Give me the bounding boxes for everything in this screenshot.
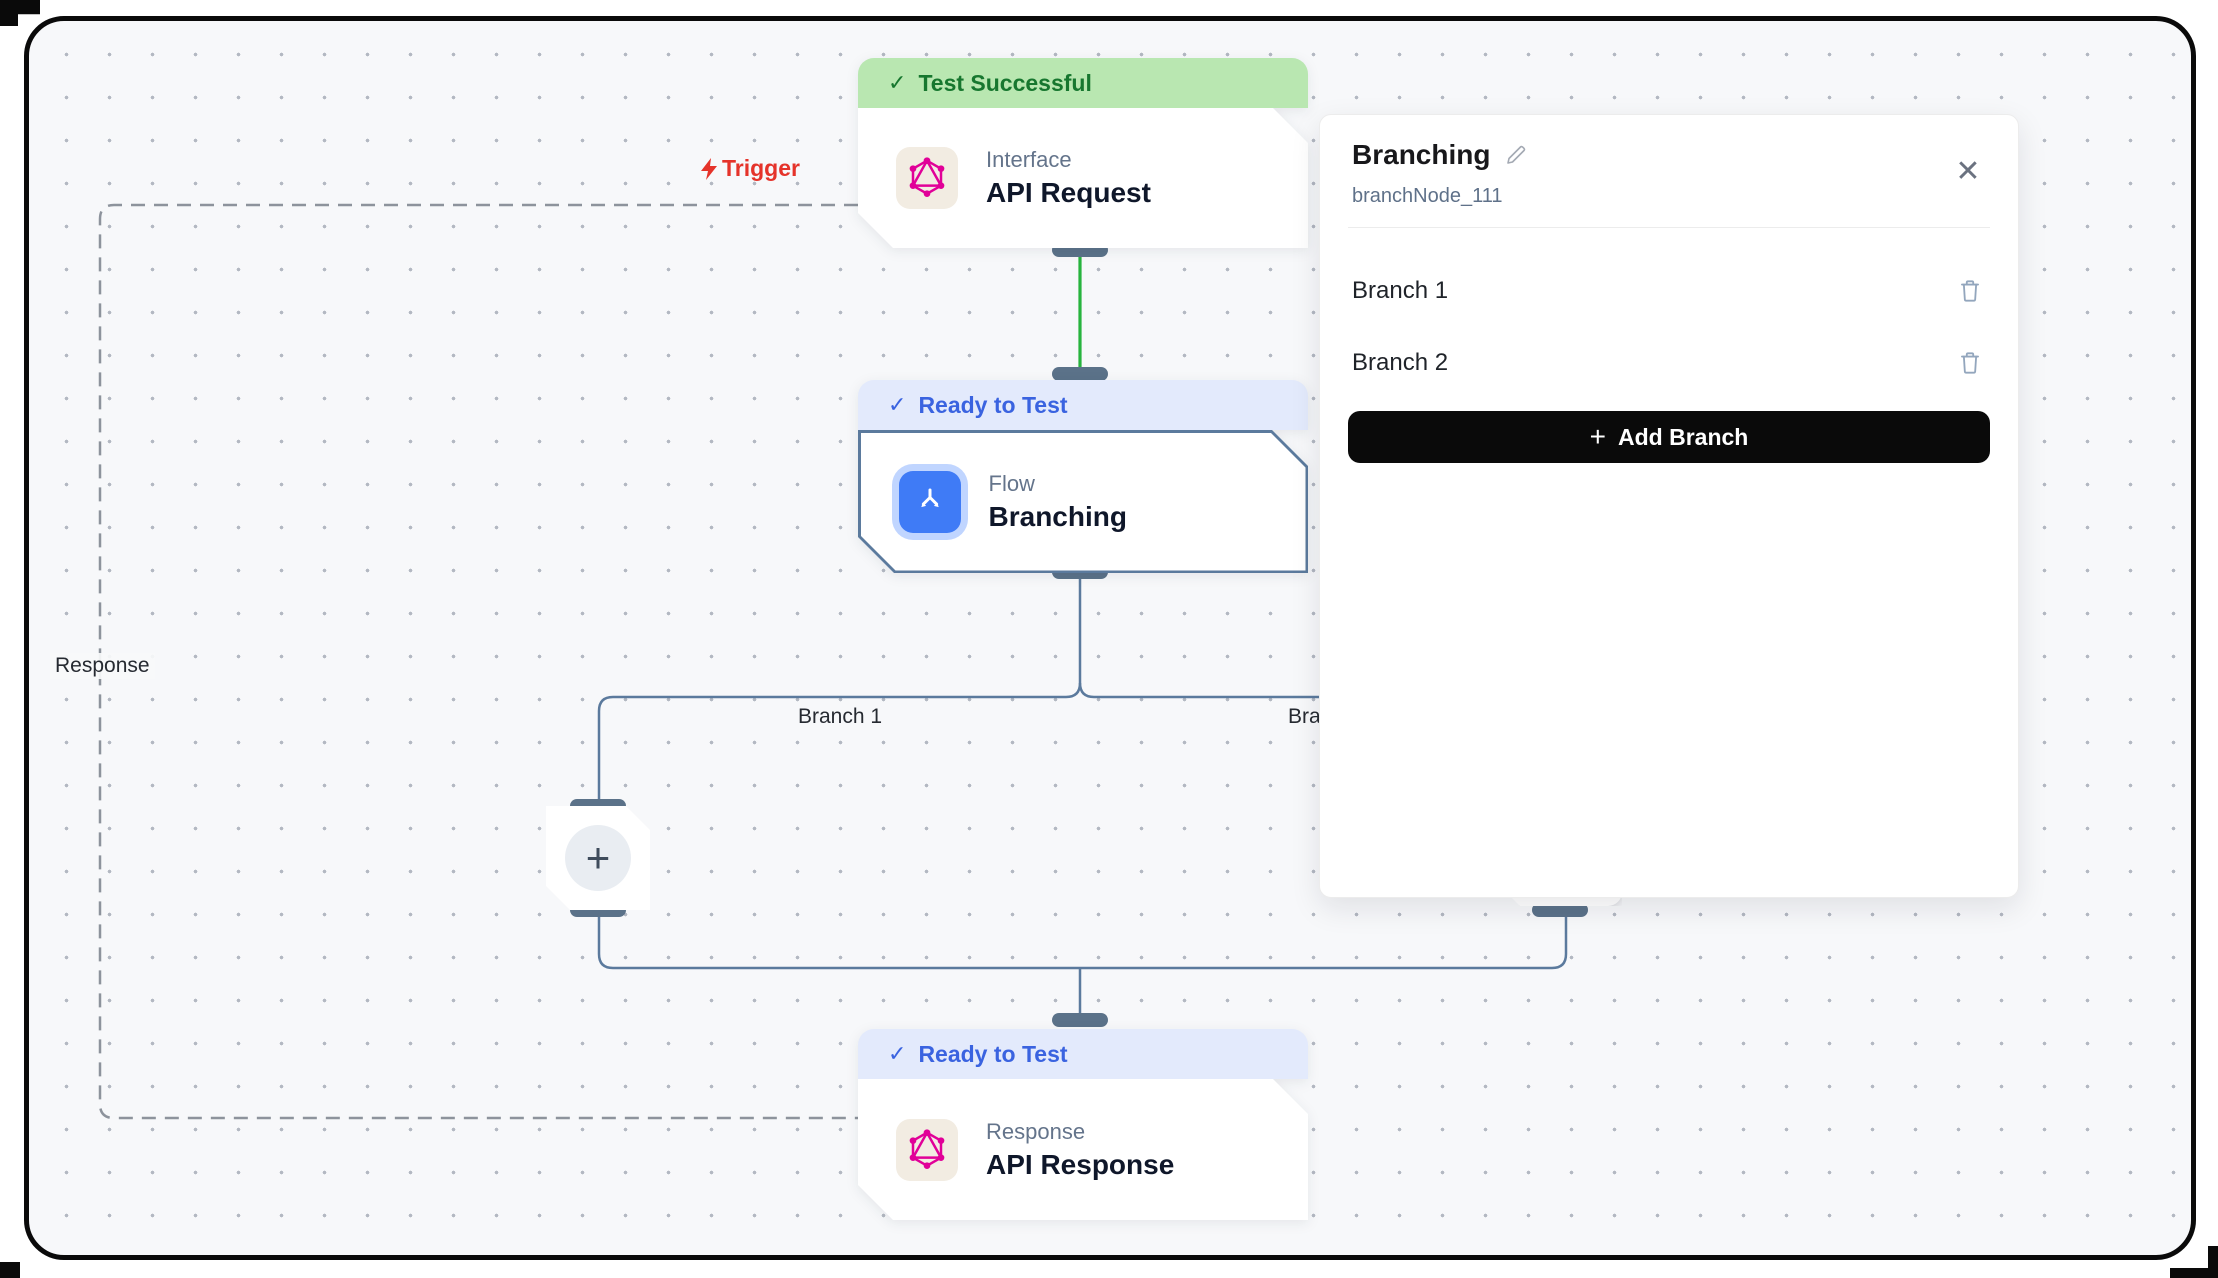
crop-mark-bottom-right (2170, 1268, 2218, 1278)
crop-mark-bottom-right-2 (2208, 1246, 2218, 1278)
bolt-icon (701, 157, 717, 180)
branching-title: Branching (988, 500, 1127, 532)
api-response-body[interactable]: Response API Response (858, 1079, 1308, 1220)
add-branch-label: Add Branch (1618, 423, 1749, 450)
check-icon: ✓ (888, 70, 907, 95)
branch-split-icon (899, 471, 961, 533)
branch-1-label: Branch 1 (1352, 277, 1449, 304)
panel-node-id: branchNode_111 (1352, 185, 1503, 207)
node-branching[interactable]: ✓ Ready to Test Flow (858, 380, 1308, 573)
panel-title: Branching (1352, 139, 1491, 170)
branch-row-2: Branch 2 (1320, 327, 2018, 399)
check-icon: ✓ (888, 1041, 907, 1066)
branching-category: Flow (988, 470, 1035, 496)
branching-selected-border: Flow Branching (858, 430, 1308, 573)
api-request-title: API Request (986, 177, 1151, 208)
add-step-node[interactable]: + (546, 806, 650, 910)
edit-pencil-icon[interactable] (1504, 143, 1528, 167)
branch-row-1: Branch 1 (1320, 255, 2018, 327)
delete-branch-2-button[interactable] (1952, 345, 1988, 381)
api-request-status-badge: ✓ Test Successful (858, 58, 1308, 108)
branching-input-handle[interactable] (1052, 367, 1108, 381)
trash-icon (1961, 280, 1979, 302)
crop-mark-bottom-left (0, 1262, 20, 1278)
crop-mark-top-left (0, 0, 40, 26)
panel-divider (1348, 227, 1990, 228)
node-api-request[interactable]: ✓ Test Successful Interface API R (858, 58, 1308, 248)
plus-icon: + (585, 834, 611, 881)
branch-2-label: Branch 2 (1352, 349, 1449, 376)
trash-icon (1961, 352, 1979, 374)
trigger-label-text: Trigger (722, 155, 800, 181)
close-icon: ✕ (1955, 154, 1981, 188)
branching-status-text: Ready to Test (918, 391, 1068, 418)
node-api-response[interactable]: ✓ Ready to Test Response API Resp (858, 1029, 1308, 1220)
api-response-status-badge: ✓ Ready to Test (858, 1029, 1308, 1079)
api-response-title: API Response (986, 1148, 1175, 1180)
branching-config-panel: Branching ✕ branchNode_111 Branch 1 (1319, 114, 2019, 898)
close-panel-button[interactable]: ✕ (1948, 151, 1988, 191)
check-icon: ✓ (888, 392, 907, 417)
api-response-input-handle[interactable] (1052, 1013, 1108, 1027)
api-request-body[interactable]: Interface API Request (858, 108, 1308, 248)
api-request-category: Interface (986, 147, 1072, 172)
api-response-status-text: Ready to Test (918, 1040, 1068, 1067)
branching-body[interactable]: Flow Branching (861, 433, 1306, 571)
api-request-status-text: Test Successful (918, 69, 1092, 96)
add-branch-button[interactable]: + Add Branch (1348, 411, 1990, 463)
branching-status-badge: ✓ Ready to Test (858, 380, 1308, 430)
add-step-button[interactable]: + (565, 825, 631, 891)
delete-branch-1-button[interactable] (1952, 273, 1988, 309)
response-label: Response (50, 653, 155, 679)
branch1-edge-label: Branch 1 (798, 705, 883, 728)
trigger-label: Trigger (698, 155, 800, 182)
graphql-icon (896, 1119, 958, 1181)
api-response-category: Response (986, 1118, 1086, 1144)
plus-icon: + (1589, 421, 1606, 452)
graphql-icon (896, 147, 958, 209)
